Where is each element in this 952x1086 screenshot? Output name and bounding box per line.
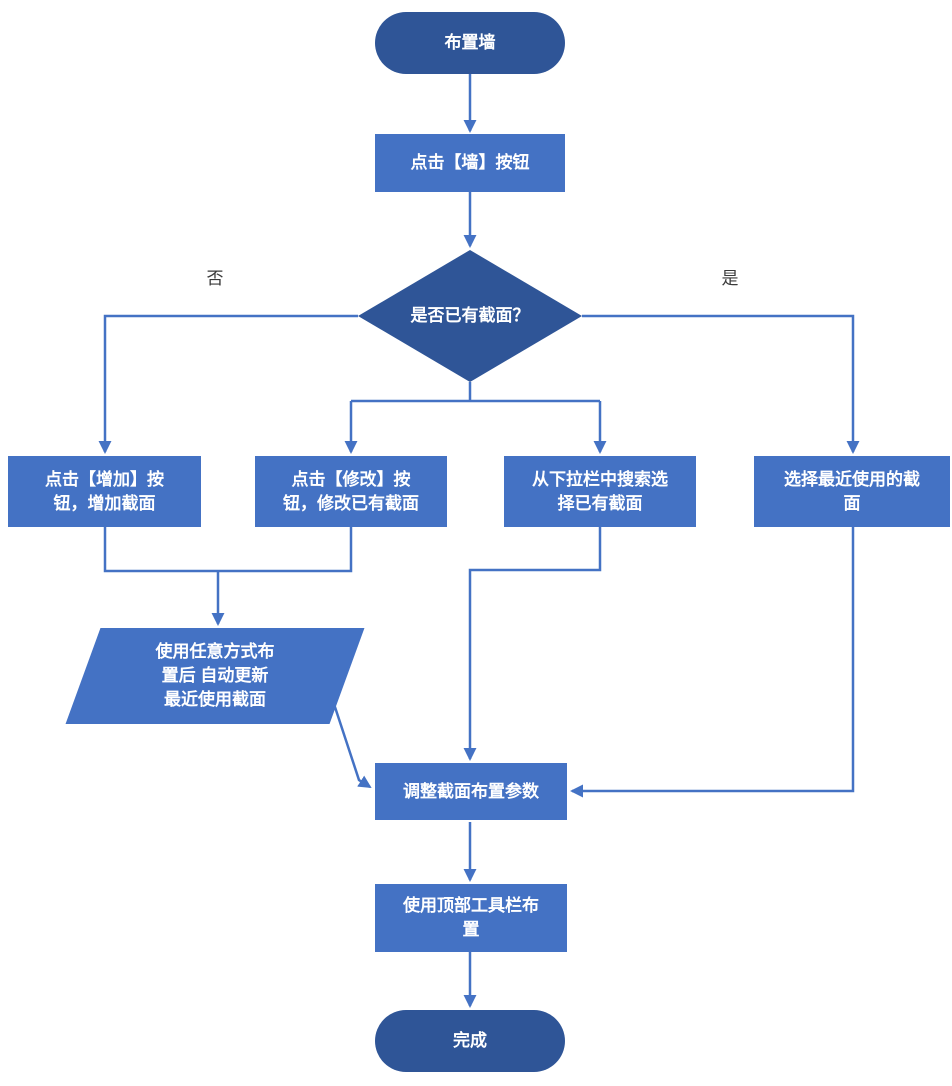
click-wall-step: 点击【墙】按钮 — [375, 134, 565, 192]
add-section-step: 点击【增加】按 钮，增加截面 — [8, 456, 201, 527]
dropdown-select-step: 从下拉栏中搜索选 择已有截面 — [504, 456, 696, 527]
modify-section-step: 点击【修改】按 钮，修改已有截面 — [255, 456, 447, 527]
adjust-params-step: 调整截面布置参数 — [375, 763, 567, 820]
end-node: 完成 — [375, 1010, 565, 1072]
auto-update-label: 使用任意方式布 置后 自动更新 最近使用截面 — [155, 642, 275, 709]
connector-auto-update-to-adjust — [332, 703, 372, 789]
connector-yes-branch — [582, 314, 860, 454]
recent-section-step: 选择最近使用的截 面 — [754, 456, 950, 527]
start-node: 布置墙 — [375, 12, 565, 74]
auto-update-data: 使用任意方式布 置后 自动更新 最近使用截面 — [65, 628, 365, 724]
connector-no-branch — [98, 314, 358, 454]
branch-label-yes: 是 — [721, 269, 739, 288]
connector-dropdown-to-adjust — [463, 527, 602, 761]
branch-label-no: 否 — [206, 269, 224, 288]
toolbar-layout-step: 使用顶部工具栏布 置 — [375, 884, 567, 952]
connector-merge-bar — [103, 527, 353, 573]
connector-recent-to-adjust — [570, 527, 855, 798]
